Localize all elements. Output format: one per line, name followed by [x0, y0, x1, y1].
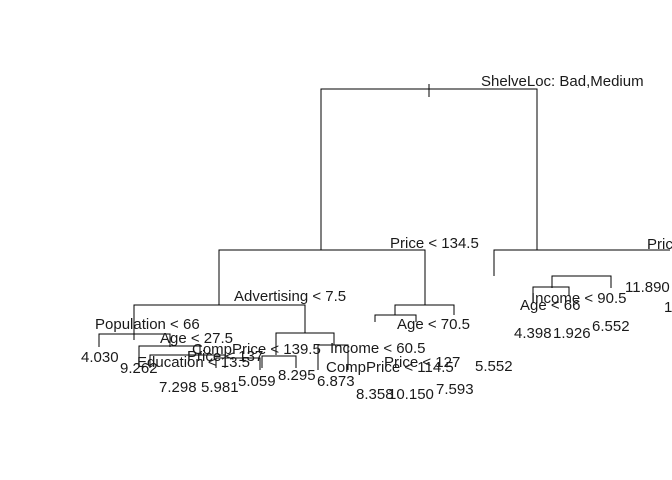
split-label-age-27-5: Age < 27.5 [160, 330, 233, 347]
edge-compprice-139-5 [275, 332, 335, 355]
split-label-compprice-114-5: CompPrice < 114.5 [326, 359, 454, 376]
edge-compprice-114-5 [374, 314, 417, 322]
split-label-price-127: Price < 127 [384, 354, 460, 371]
split-label-advertising: Advertising < 7.5 [234, 288, 346, 305]
edge-age-70-5 [394, 304, 455, 315]
leaf-value: 8.358 [356, 386, 394, 403]
edge-age-27-5 [138, 345, 201, 360]
split-label-education: Education < 13.5 [137, 354, 250, 371]
root-edge [320, 88, 538, 250]
edge-advertising-7-5 [133, 304, 306, 340]
edge-price-134-5 [218, 249, 426, 305]
split-label-compprice-139-5: CompPrice < 139.5 [192, 341, 321, 358]
edge-income-90-5 [551, 275, 612, 288]
leaf-value: 10.150 [388, 386, 434, 403]
tree-edges [98, 84, 670, 370]
split-label-income-60-5: Income < 60.5 [330, 340, 425, 357]
leaf-value: 6.552 [592, 318, 630, 335]
leaf-value: 4.030 [81, 349, 119, 366]
split-label-age-70-5: Age < 70.5 [397, 316, 470, 333]
leaf-value: 1 [664, 299, 672, 316]
leaf-value: 7.593 [436, 381, 474, 398]
leaf-value: 11.890 [625, 279, 670, 296]
leaf-value: 5.552 [475, 358, 513, 375]
split-label-price-right-partial: Pric [647, 236, 672, 253]
edge-compprice-139-5-sub [261, 355, 297, 368]
edge-age-66 [532, 286, 570, 296]
leaf-value: 4.398 [514, 325, 552, 342]
leaf-value: 5.981 [201, 379, 239, 396]
leaf-value: 9.262 [120, 360, 158, 377]
edge-income-60-5 [317, 344, 349, 370]
edge-education-13-5 [149, 354, 226, 368]
leaf-values: 4.030 9.262 7.298 5.981 5.059 8.295 6.87… [81, 279, 672, 403]
split-labels: ShelveLoc: Bad,Medium Price < 134.5 Adve… [95, 73, 672, 376]
leaf-value: 5.059 [238, 373, 276, 390]
leaf-value: 6.873 [317, 373, 355, 390]
root-split-label: ShelveLoc: Bad,Medium [481, 73, 644, 90]
leaf-value: 1.926 [553, 325, 591, 342]
split-label-population: Population < 66 [95, 316, 200, 333]
edge-right-price [493, 249, 670, 276]
split-label-age-66: Age < 66 [520, 297, 580, 314]
split-label-income-90-5: Income < 90.5 [531, 290, 626, 307]
edge-price-137 [215, 357, 261, 370]
leaf-value: 8.295 [278, 367, 316, 384]
split-label-price-137: Price < 137 [187, 348, 263, 365]
leaf-value: 7.298 [159, 379, 197, 396]
split-label-price-134-5: Price < 134.5 [390, 235, 479, 252]
edge-population-66 [98, 333, 171, 347]
